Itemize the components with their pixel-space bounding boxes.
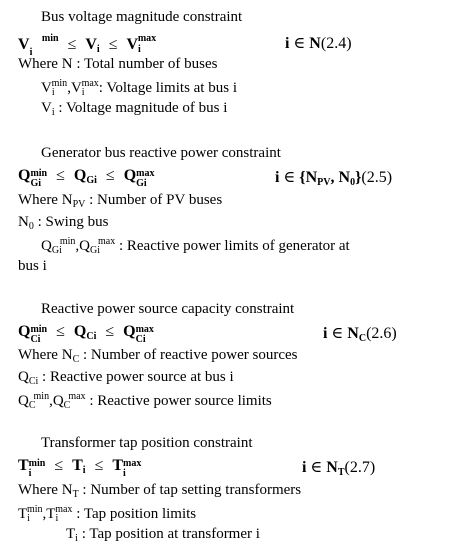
swing-bus-line: N0 : Swing bus bbox=[18, 214, 109, 232]
reactive-limits-line: QGimin,QGimax : Reactive power limits of… bbox=[41, 236, 350, 256]
equation-2-7-domain: i ∈ NT(2.7) bbox=[302, 459, 376, 478]
equation-2-5-domain: i ∈ {NPV, N0}(2.5) bbox=[275, 169, 393, 188]
tap-position-line: Ti : Tap position at transformer i bbox=[66, 526, 260, 544]
equation-2-6-domain: i ∈ NC(2.6) bbox=[323, 325, 397, 344]
equation-2-4-domain: i ∈ N(2.4) bbox=[285, 35, 352, 52]
where-nc-line: Where NC : Number of reactive power sour… bbox=[18, 347, 298, 365]
voltage-magnitude-line: Vi : Voltage magnitude of bus i bbox=[41, 100, 228, 118]
tap-limits-line: Timin,Timax : Tap position limits bbox=[18, 504, 197, 524]
equation-2-4: Vmaximin ≤ Vi ≤ Vimax bbox=[18, 33, 157, 58]
reactive-source-limits-line: QCmin,QCmax : Reactive power source limi… bbox=[18, 391, 272, 411]
heading-generator-reactive: Generator bus reactive power constraint bbox=[41, 145, 281, 161]
qci-line: QCi : Reactive power source at bus i bbox=[18, 369, 234, 387]
heading-reactive-source: Reactive power source capacity constrain… bbox=[41, 301, 295, 317]
where-nt-line: Where NT : Number of tap setting transfo… bbox=[18, 482, 302, 500]
bus-i-continuation: bus i bbox=[18, 258, 47, 274]
where-n-line: Where N : Total number of buses bbox=[18, 56, 218, 72]
heading-transformer-tap: Transformer tap position constraint bbox=[41, 435, 253, 451]
where-npv-line: Where NPV : Number of PV buses bbox=[18, 192, 223, 210]
heading-bus-voltage: Bus voltage magnitude constraint bbox=[41, 9, 243, 25]
voltage-limits-line: Vimin,Vimax: Voltage limits at bus i bbox=[41, 78, 237, 98]
